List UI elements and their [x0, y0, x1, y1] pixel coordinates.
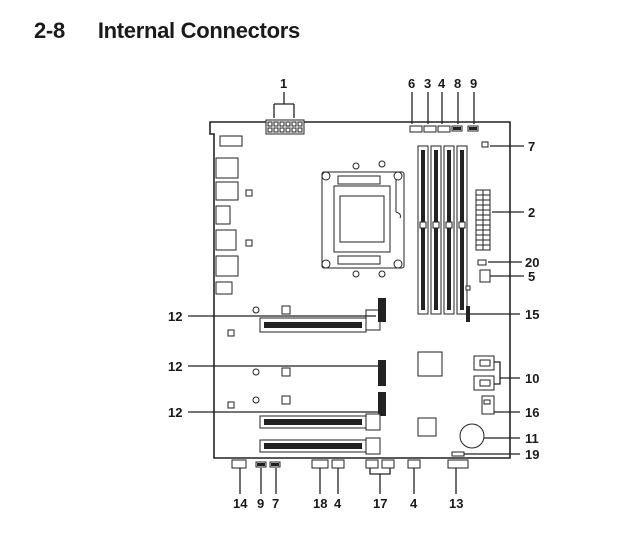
callout-4-top: 4 — [438, 76, 446, 91]
callout-17: 17 — [373, 496, 387, 511]
callout-12-a: 12 — [168, 309, 182, 324]
callout-19: 19 — [525, 447, 539, 462]
board-outline — [209, 121, 511, 459]
m2-standoffs — [227, 305, 291, 409]
cpu-socket — [321, 160, 405, 278]
m2-connector-upper — [466, 306, 470, 322]
callout-4-bottom: 4 — [334, 496, 342, 511]
callout-3: 3 — [424, 76, 431, 91]
top-headers — [409, 125, 489, 148]
section-title: Internal Connectors — [97, 18, 300, 43]
callout-7-bottom: 7 — [272, 496, 279, 511]
rear-io-panel — [215, 135, 253, 295]
callout-13: 13 — [449, 496, 463, 511]
callout-6: 6 — [408, 76, 415, 91]
callout-16: 16 — [525, 405, 539, 420]
callout-labels: 1 6 3 4 8 9 7 2 20 5 15 10 16 11 19 12 1… — [168, 76, 539, 511]
cmos-battery — [459, 423, 485, 449]
callout-14: 14 — [233, 496, 248, 511]
section-heading: 2-8 Internal Connectors — [34, 18, 300, 44]
callout-5: 5 — [528, 269, 535, 284]
callout-15: 15 — [525, 307, 539, 322]
callout-4-bottom-2: 4 — [410, 496, 418, 511]
sata-connectors — [473, 355, 495, 415]
callout-7-right: 7 — [528, 139, 535, 154]
memory-slots — [417, 145, 468, 315]
atx-power-connector — [465, 189, 491, 291]
pcie-slots — [259, 298, 386, 455]
callout-9-top: 9 — [470, 76, 477, 91]
section-number: 2-8 — [34, 18, 65, 43]
callout-12-c: 12 — [168, 405, 182, 420]
bottom-headers — [231, 451, 469, 469]
callout-20: 20 — [525, 255, 539, 270]
callout-8: 8 — [454, 76, 461, 91]
callout-18: 18 — [313, 496, 327, 511]
callout-12-b: 12 — [168, 359, 182, 374]
callout-1: 1 — [280, 76, 287, 91]
cpu-power-connector — [265, 119, 305, 135]
leader-lines — [188, 92, 524, 494]
chipset — [417, 351, 443, 437]
callout-9-bottom: 9 — [257, 496, 264, 511]
callout-10: 10 — [525, 371, 539, 386]
callout-2: 2 — [528, 205, 535, 220]
callout-11: 11 — [525, 431, 539, 446]
